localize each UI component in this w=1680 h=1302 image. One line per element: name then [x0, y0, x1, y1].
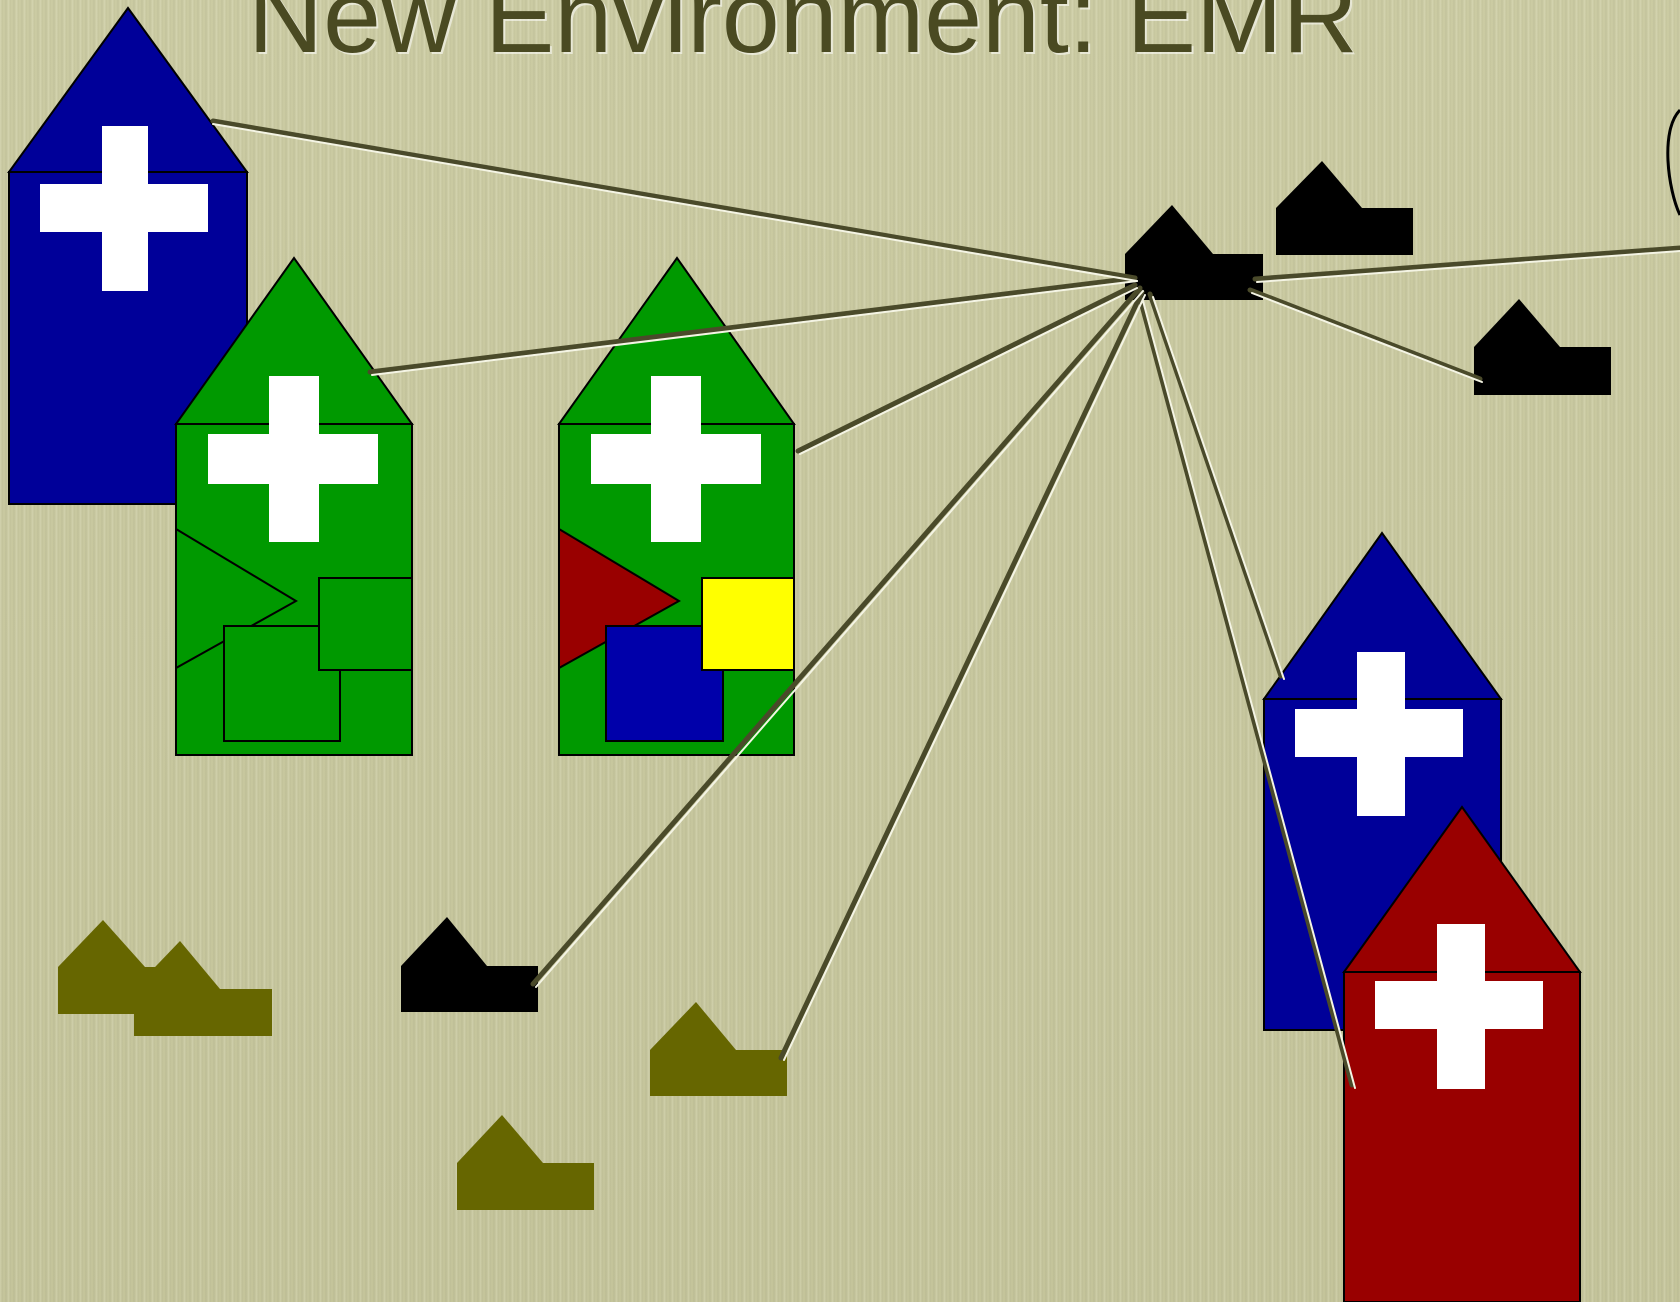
green-square-shape-right: [318, 577, 413, 671]
clinic-house-icon: [1125, 205, 1263, 300]
clinic-house-icon: [401, 917, 538, 1012]
hospital-green-b: [557, 256, 796, 756]
clinic-house-icon: [1276, 161, 1413, 255]
partial-server-outline: [1666, 108, 1680, 216]
medical-cross-icon: [1375, 924, 1543, 1089]
hospital-blue-top-left: [7, 6, 249, 505]
slide-title: New Environment: EMR: [248, 0, 1358, 75]
clinic-house-icon: [650, 1002, 787, 1096]
network-connections: [210, 118, 1680, 1089]
medical-cross-icon: [40, 126, 208, 291]
clinic-house-icon: [457, 1115, 594, 1210]
hospital-red: [1342, 805, 1582, 1302]
clinic-house-icon: [134, 941, 272, 1036]
green-square-shape-lower: [223, 625, 341, 742]
medical-cross-icon: [1295, 652, 1463, 816]
hospital-green-a: [174, 256, 414, 756]
medical-cross-icon: [591, 376, 761, 542]
clinic-house-icon: [1474, 299, 1611, 395]
yellow-square-shape: [701, 577, 795, 671]
medical-cross-icon: [208, 376, 378, 542]
